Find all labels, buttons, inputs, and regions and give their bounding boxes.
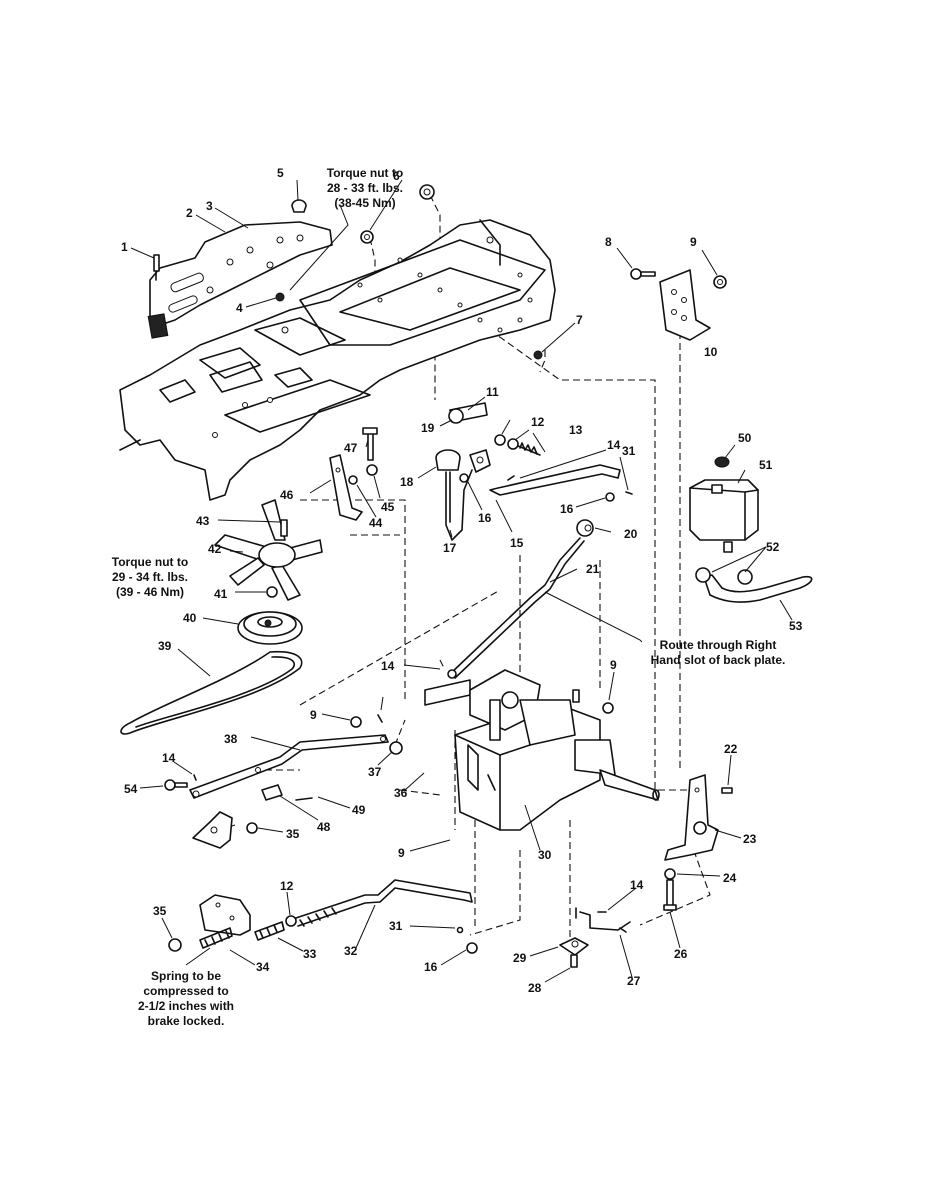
note-spring-line-3: 2-1/2 inches with <box>138 999 234 1013</box>
note-spring-line-4: brake locked. <box>148 1014 225 1028</box>
transaxle-30 <box>424 669 660 831</box>
leader-lines <box>130 179 793 983</box>
callout-2: 2 <box>186 206 193 220</box>
callout-35-b: 35 <box>153 904 167 918</box>
callout-18: 18 <box>400 475 414 489</box>
callout-7: 7 <box>576 313 583 327</box>
note-route-line-1: Route through Right <box>660 638 777 652</box>
note-torque-top-line-3: (38-45 Nm) <box>334 196 395 210</box>
callout-13: 13 <box>569 423 583 437</box>
callout-32: 32 <box>344 944 358 958</box>
callout-11: 11 <box>486 385 499 399</box>
callout-51: 51 <box>759 458 773 472</box>
rear-plate-assembly <box>147 184 543 360</box>
callout-14-b: 14 <box>381 659 395 673</box>
callout-36: 36 <box>394 786 408 800</box>
note-spring-line-2: compressed to <box>143 984 228 998</box>
fan-42 <box>214 499 323 645</box>
callout-54: 54 <box>124 782 138 796</box>
callout-24: 24 <box>723 871 737 885</box>
callout-22: 22 <box>724 742 738 756</box>
callout-38: 38 <box>224 732 238 746</box>
chassis-frame <box>119 219 556 501</box>
callout-6: 6 <box>393 169 400 183</box>
note-torque-fan-line-3: (39 - 46 Nm) <box>116 585 184 599</box>
callout-50: 50 <box>738 431 752 445</box>
callout-29: 29 <box>513 951 527 965</box>
note-spring-line-1: Spring to be <box>151 969 221 983</box>
callout-33: 33 <box>303 947 317 961</box>
callout-35: 35 <box>286 827 300 841</box>
callout-19: 19 <box>421 421 435 435</box>
control-rod-21 <box>447 537 585 679</box>
note-route: Route through Right Hand slot of back pl… <box>651 638 786 667</box>
part-callouts: 1 2 3 4 5 6 7 8 9 10 11 12 13 14 31 50 5… <box>121 166 803 995</box>
drive-belt-39 <box>120 650 303 735</box>
note-torque-top-line-1: Torque nut to <box>327 166 403 180</box>
fuel-tank-51 <box>689 456 813 603</box>
callout-14: 14 <box>607 438 621 452</box>
note-torque-top: Torque nut to 28 - 33 ft. lbs. (38-45 Nm… <box>327 166 403 210</box>
callout-28: 28 <box>528 981 542 995</box>
note-torque-fan-line-1: Torque nut to <box>112 555 188 569</box>
note-torque-top-line-2: 28 - 33 ft. lbs. <box>327 181 403 195</box>
callout-3: 3 <box>206 199 213 213</box>
note-torque-fan-line-2: 29 - 34 ft. lbs. <box>112 570 188 584</box>
callout-49: 49 <box>352 803 366 817</box>
link-38 <box>164 714 403 849</box>
bracket-10 <box>630 268 727 341</box>
callout-46: 46 <box>280 488 294 502</box>
callout-16-b: 16 <box>560 502 574 516</box>
callout-5: 5 <box>277 166 284 180</box>
callout-17: 17 <box>443 541 457 555</box>
rod-15 <box>489 464 633 537</box>
brake-linkage <box>168 879 631 968</box>
callout-12-b: 12 <box>280 879 294 893</box>
bracket-46 <box>329 427 378 521</box>
callout-48: 48 <box>317 820 331 834</box>
note-route-line-2: Hand slot of back plate. <box>651 653 786 667</box>
callout-16: 16 <box>478 511 492 525</box>
callout-10: 10 <box>704 345 718 359</box>
callout-44: 44 <box>369 516 383 530</box>
callout-8: 8 <box>605 235 612 249</box>
callout-4: 4 <box>236 301 243 315</box>
callout-12: 12 <box>531 415 545 429</box>
note-torque-fan: Torque nut to 29 - 34 ft. lbs. (39 - 46 … <box>112 555 188 599</box>
callout-31: 31 <box>622 444 636 458</box>
callout-9: 9 <box>690 235 697 249</box>
callout-1: 1 <box>121 240 128 254</box>
callout-52: 52 <box>766 540 780 554</box>
callout-34: 34 <box>256 960 270 974</box>
callout-45: 45 <box>381 500 395 514</box>
callout-21: 21 <box>586 562 600 576</box>
callout-53: 53 <box>789 619 803 633</box>
callout-39: 39 <box>158 639 172 653</box>
callout-31-b: 31 <box>389 919 403 933</box>
callout-16-c: 16 <box>424 960 438 974</box>
callout-41: 41 <box>214 587 228 601</box>
callout-43: 43 <box>196 514 210 528</box>
callout-9-c: 9 <box>310 708 317 722</box>
callout-27: 27 <box>627 974 641 988</box>
bracket-23 <box>663 774 733 911</box>
callout-42: 42 <box>208 542 222 556</box>
callout-9-d: 9 <box>398 846 405 860</box>
shift-lever-parts <box>435 402 541 541</box>
note-spring: Spring to be compressed to 2-1/2 inches … <box>138 969 234 1028</box>
callout-23: 23 <box>743 832 757 846</box>
callout-9-b: 9 <box>610 658 617 672</box>
callout-40: 40 <box>183 611 197 625</box>
callout-20: 20 <box>624 527 638 541</box>
callout-15: 15 <box>510 536 524 550</box>
callout-14-d: 14 <box>630 878 644 892</box>
callout-47: 47 <box>344 441 358 455</box>
callout-26: 26 <box>674 947 688 961</box>
callout-30: 30 <box>538 848 552 862</box>
callout-14-c: 14 <box>162 751 176 765</box>
callout-37: 37 <box>368 765 382 779</box>
